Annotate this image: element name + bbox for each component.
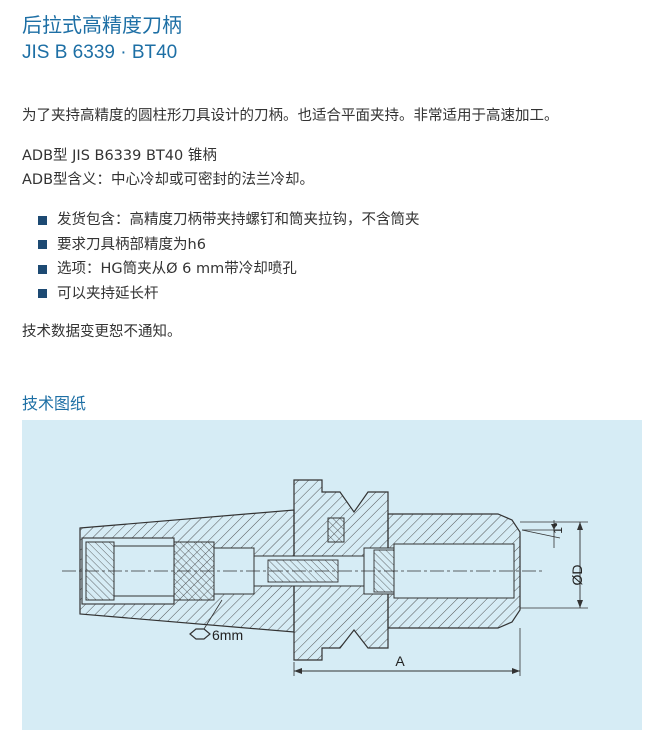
list-item-text: 可以夹持延长杆: [57, 285, 159, 302]
angle-dimension: 1°: [521, 520, 565, 548]
bullet-square-icon: [38, 289, 47, 299]
hex-key-label: 6mm: [212, 627, 243, 643]
meaning-line: ADB型含义：中心冷却或可密封的法兰冷却。: [22, 172, 315, 188]
intro-text: 为了夹持高精度的圆柱形刀具设计的刀柄。也适合平面夹持。非常适用于高速加工。: [22, 108, 559, 124]
list-item-text: 发货包含：高精度刀柄带夹持螺钉和筒夹拉钩，不含筒夹: [57, 212, 420, 228]
bullet-square-icon: [38, 215, 47, 225]
technical-drawing-panel: ØD 1° A 6mm: [22, 420, 642, 730]
list-item: 发货包含：高精度刀柄带夹持螺钉和筒夹拉钩，不含筒夹: [22, 208, 420, 233]
list-item: 选项：HG筒夹从Ø 6 mm带冷却喷孔: [22, 257, 420, 282]
bullet-square-icon: [38, 264, 47, 274]
list-item: 可以夹持延长杆: [22, 282, 420, 307]
angle-label: 1°: [551, 522, 565, 534]
diameter-dimension: ØD: [520, 521, 588, 609]
diameter-label: ØD: [569, 565, 585, 586]
bullet-square-icon: [38, 240, 47, 250]
length-label: A: [395, 653, 405, 669]
drawing-section-title: 技术图纸: [22, 394, 87, 413]
page-subtitle: JIS B 6339 · BT40: [22, 42, 178, 63]
feature-list: 发货包含：高精度刀柄带夹持螺钉和筒夹拉钩，不含筒夹 要求刀具柄部精度为h6 选项…: [22, 208, 420, 306]
list-item-text: 选项：HG筒夹从Ø 6 mm带冷却喷孔: [57, 261, 297, 277]
list-item: 要求刀具柄部精度为h6: [22, 233, 420, 258]
length-dimension: A: [293, 628, 521, 676]
hex-key-callout: 6mm: [189, 599, 243, 643]
hexagon-icon: [189, 628, 211, 640]
list-item-text: 要求刀具柄部精度为h6: [57, 236, 206, 253]
page-title: 后拉式高精度刀柄: [22, 13, 182, 37]
type-line: ADB型 JIS B6339 BT40 锥柄: [22, 148, 217, 164]
tool-holder-drawing: ØD 1° A 6mm: [62, 479, 588, 676]
disclaimer-note: 技术数据变更恕不通知。: [22, 324, 182, 340]
